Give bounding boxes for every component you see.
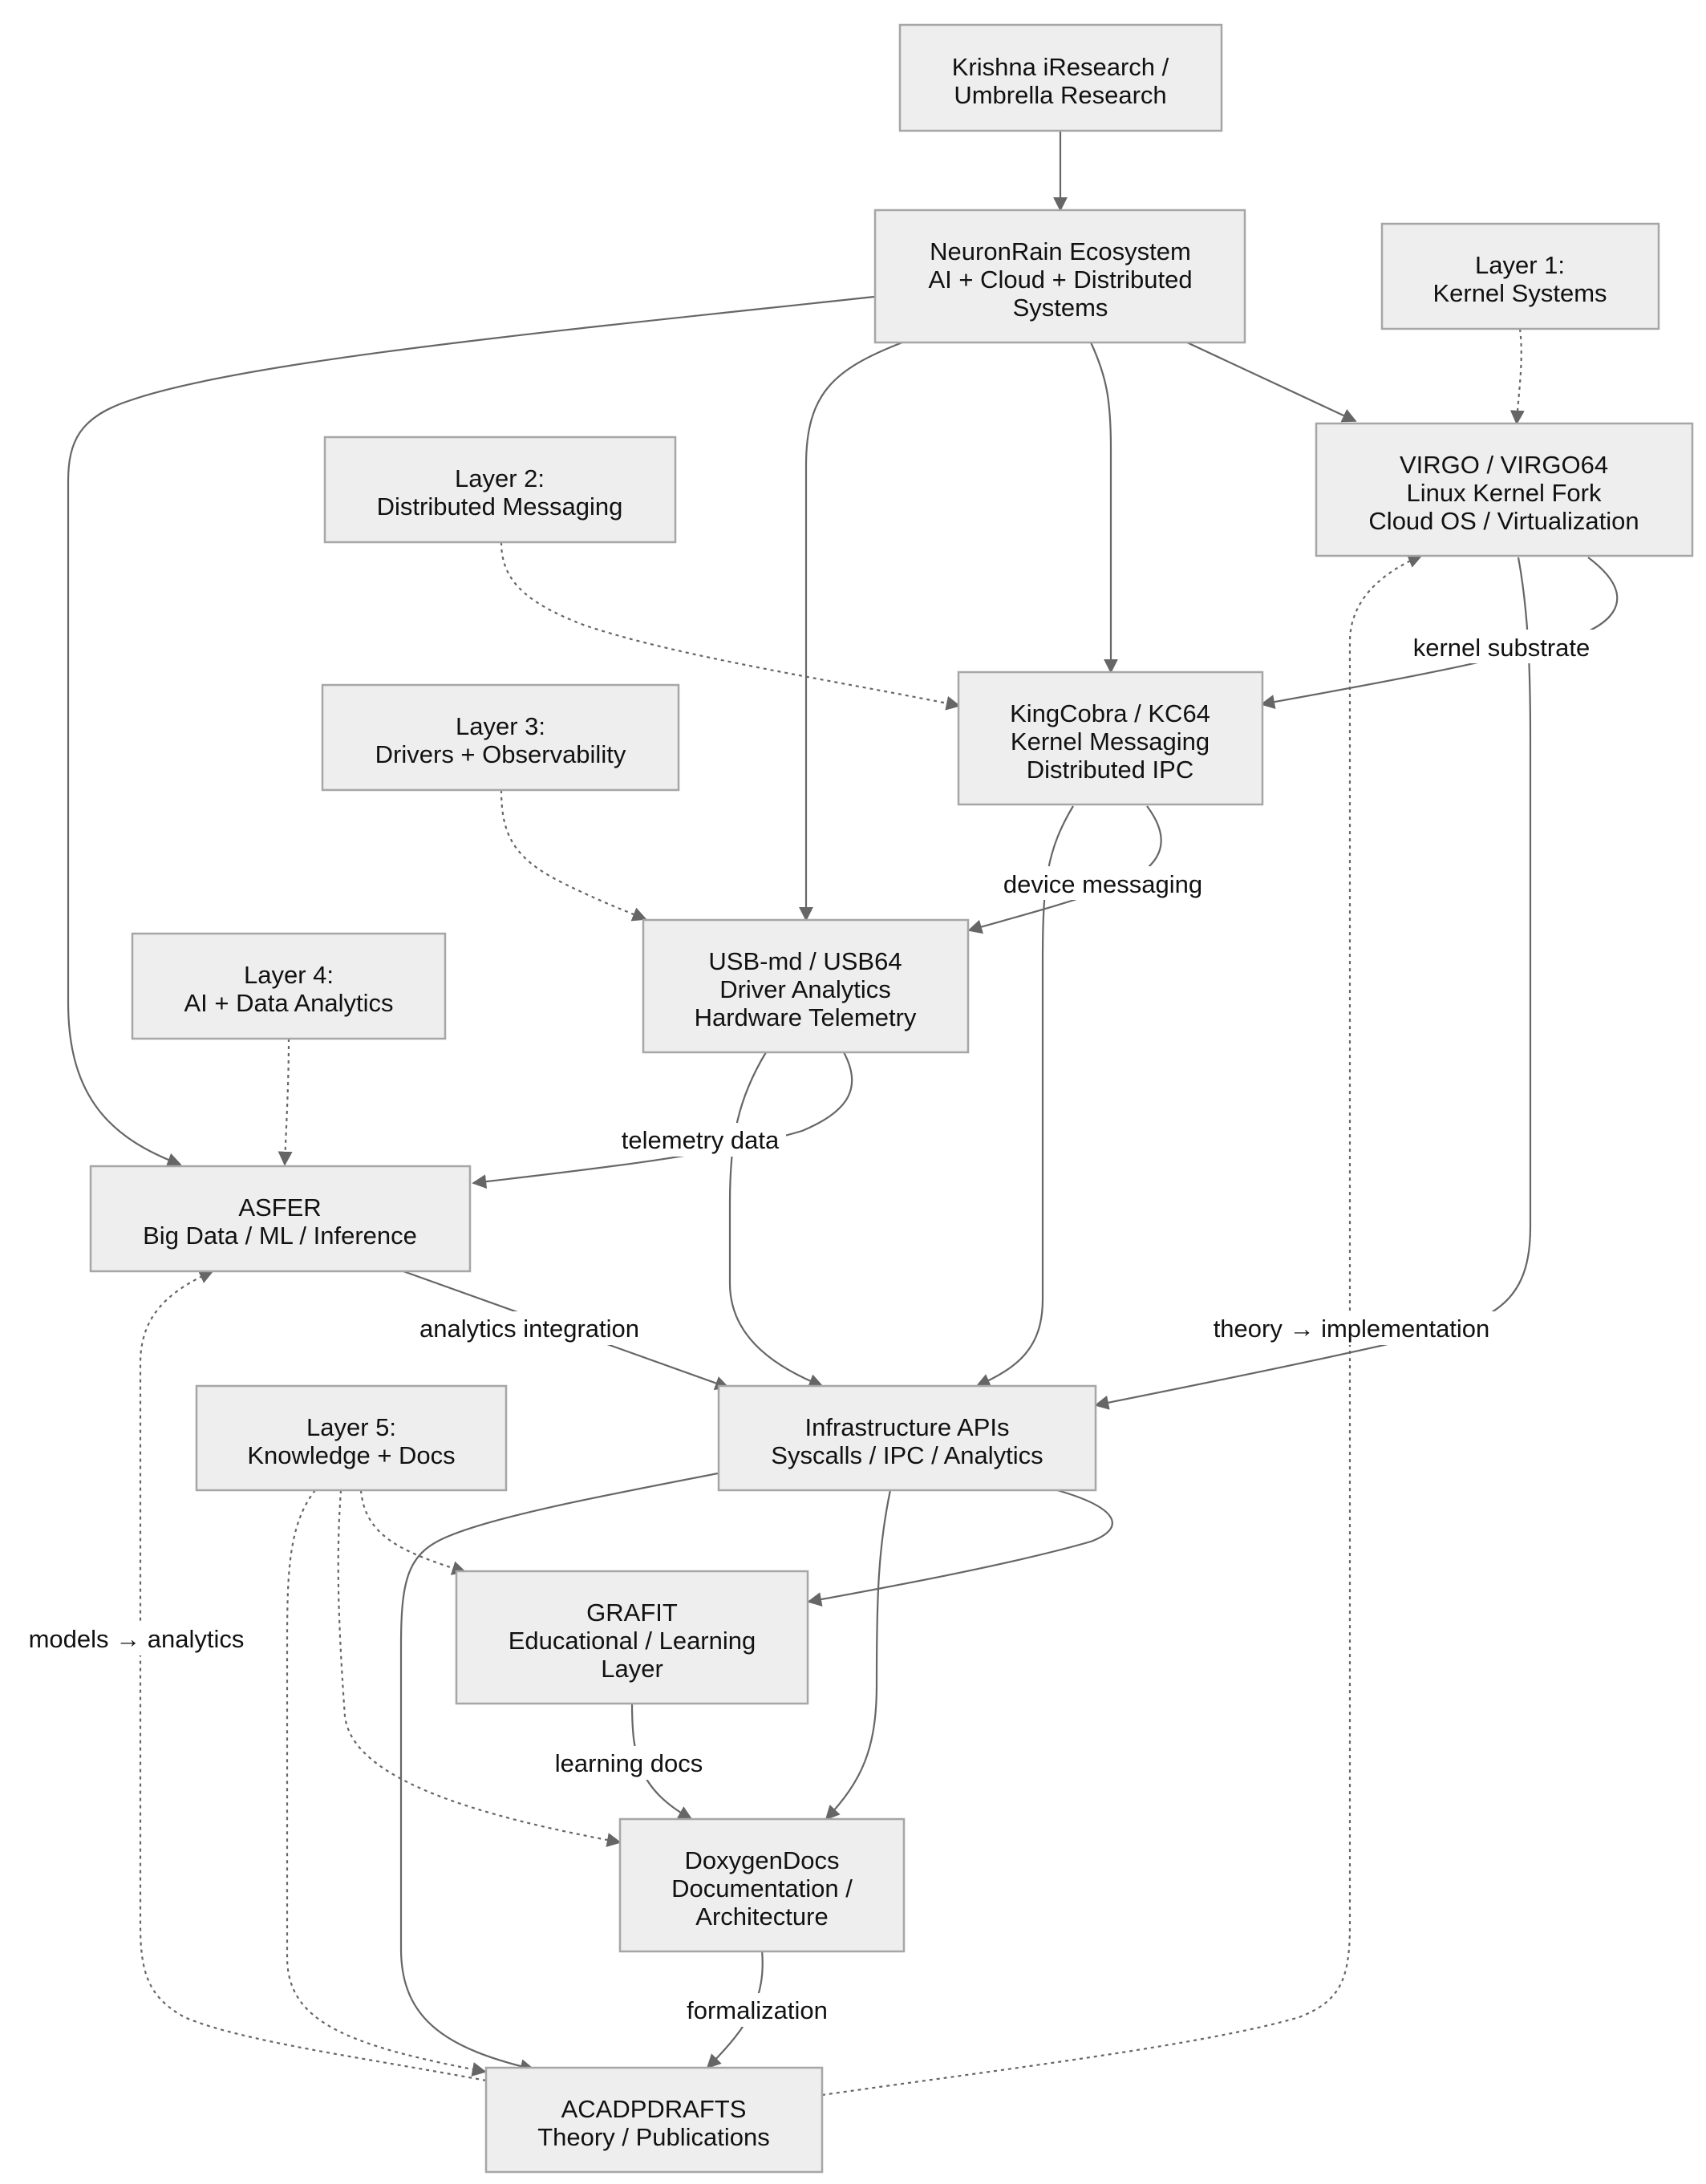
edge-kingcobra-infra: [975, 805, 1074, 1388]
label-telemetry-data-text: telemetry data: [622, 1126, 780, 1154]
label-device-messaging: device messaging: [995, 866, 1211, 900]
node-usbmd[interactable]: USB-md / USB64 Driver Analytics Hardware…: [642, 918, 970, 1054]
node-doxygen[interactable]: DoxygenDocs Documentation / Architecture: [618, 1817, 906, 1953]
nodes: Krishna iResearch / Umbrella Research Ne…: [89, 23, 1694, 2174]
edge-labels: kernel substrate device messaging teleme…: [24, 630, 1598, 2027]
node-layer5-line-1: Layer 5:: [306, 1413, 396, 1441]
node-layer3-line-2: Drivers + Observability: [375, 740, 626, 768]
node-grafit-line-2: Educational / Learning: [509, 1627, 756, 1655]
node-usbmd-line-3: Hardware Telemetry: [695, 1003, 917, 1031]
label-formalization-text: formalization: [687, 1996, 828, 2024]
edge-acadpdrafts-virgo: [821, 554, 1423, 2097]
node-layer5-line-2: Knowledge + Docs: [247, 1441, 455, 1469]
node-acadpdrafts-line-2: Theory / Publications: [537, 2123, 769, 2151]
node-asfer[interactable]: ASFER Big Data / ML / Inference: [89, 1165, 472, 1273]
label-analytics-integration-text: analytics integration: [419, 1315, 639, 1343]
label-device-messaging-text: device messaging: [1003, 870, 1202, 898]
label-models-analytics-text: models → analytics: [29, 1625, 245, 1653]
node-acadpdrafts-line-1: ACADPDRAFTS: [561, 2095, 747, 2123]
node-kingcobra-line-1: KingCobra / KC64: [1010, 699, 1210, 727]
node-usbmd-line-1: USB-md / USB64: [708, 947, 902, 975]
edge-neuronrain-virgo: [1186, 342, 1357, 423]
node-krishna-line-2: Umbrella Research: [954, 81, 1166, 109]
label-kernel-substrate-text: kernel substrate: [1413, 634, 1591, 662]
node-kingcobra[interactable]: KingCobra / KC64 Kernel Messaging Distri…: [957, 671, 1264, 806]
node-layer1[interactable]: Layer 1: Kernel Systems: [1380, 222, 1660, 330]
node-asfer-line-2: Big Data / ML / Inference: [143, 1222, 417, 1250]
node-layer1-line-2: Kernel Systems: [1432, 279, 1607, 307]
edge-infra-grafit: [807, 1489, 1113, 1607]
node-grafit-line-1: GRAFIT: [586, 1598, 678, 1627]
node-layer5[interactable]: Layer 5: Knowledge + Docs: [195, 1384, 508, 1492]
edge-layer5-acadpdrafts: [286, 1489, 487, 2077]
node-neuronrain-line-3: Systems: [1013, 294, 1108, 322]
node-doxygen-line-3: Architecture: [695, 1902, 828, 1931]
node-infra[interactable]: Infrastructure APIs Syscalls / IPC / Ana…: [717, 1384, 1097, 1492]
node-krishna-line-1: Krishna iResearch /: [952, 53, 1169, 81]
edge-infra-doxygen: [825, 1489, 892, 1821]
label-models-analytics: models → analytics: [24, 1622, 257, 1655]
node-layer2-line-1: Layer 2:: [455, 464, 545, 492]
node-virgo-line-3: Cloud OS / Virtualization: [1368, 507, 1639, 535]
edge-neuronrain-kingcobra: [1090, 342, 1118, 674]
edge-neuronrain-usbmd: [799, 341, 903, 922]
node-layer1-line-1: Layer 1:: [1475, 251, 1565, 279]
node-layer4-line-1: Layer 4:: [244, 961, 334, 989]
node-layer3-line-1: Layer 3:: [456, 712, 545, 740]
node-layer4-line-2: AI + Data Analytics: [184, 989, 393, 1017]
node-asfer-line-1: ASFER: [238, 1193, 321, 1222]
node-kingcobra-line-3: Distributed IPC: [1027, 756, 1193, 784]
node-neuronrain-line-1: NeuronRain Ecosystem: [930, 237, 1191, 265]
node-layer4[interactable]: Layer 4: AI + Data Analytics: [131, 932, 447, 1040]
edge-layer3-usbmd: [500, 789, 647, 922]
edge-layer1-virgo: [1509, 328, 1525, 425]
node-doxygen-line-1: DoxygenDocs: [685, 1846, 840, 1874]
label-telemetry-data: telemetry data: [618, 1123, 786, 1157]
label-analytics-integration: analytics integration: [413, 1311, 646, 1345]
label-formalization: formalization: [684, 1993, 830, 2027]
node-doxygen-line-2: Documentation /: [671, 1874, 853, 1902]
label-theory-implementation-text: theory → implementation: [1214, 1315, 1490, 1343]
node-infra-line-1: Infrastructure APIs: [805, 1413, 1010, 1441]
label-kernel-substrate: kernel substrate: [1405, 630, 1598, 663]
node-virgo-line-1: VIRGO / VIRGO64: [1400, 451, 1608, 479]
edge-neuronrain-asfer: [67, 295, 875, 1167]
node-acadpdrafts[interactable]: ACADPDRAFTS Theory / Publications: [484, 2066, 824, 2174]
node-virgo-line-2: Linux Kernel Fork: [1407, 479, 1602, 507]
node-kingcobra-line-2: Kernel Messaging: [1011, 727, 1210, 756]
node-grafit-line-3: Layer: [601, 1655, 663, 1683]
label-theory-implementation: theory → implementation: [1203, 1311, 1500, 1345]
node-layer2[interactable]: Layer 2: Distributed Messaging: [323, 436, 677, 544]
node-krishna[interactable]: Krishna iResearch / Umbrella Research: [898, 23, 1223, 132]
node-neuronrain-line-2: AI + Cloud + Distributed: [928, 265, 1192, 294]
label-learning-docs: learning docs: [552, 1746, 706, 1780]
node-neuronrain[interactable]: NeuronRain Ecosystem AI + Cloud + Distri…: [873, 209, 1246, 344]
edge-infra-acadpdrafts: [399, 1472, 719, 2073]
edge-usbmd-asfer: [472, 1051, 853, 1189]
node-grafit[interactable]: GRAFIT Educational / Learning Layer: [455, 1570, 809, 1705]
edge-layer4-asfer: [278, 1038, 293, 1166]
edge-layer5-grafit: [359, 1489, 467, 1575]
edge-usbmd-infra: [728, 1051, 824, 1388]
node-layer3[interactable]: Layer 3: Drivers + Observability: [321, 683, 680, 792]
node-infra-line-2: Syscalls / IPC / Analytics: [771, 1441, 1043, 1469]
node-layer2-line-2: Distributed Messaging: [377, 492, 623, 521]
node-virgo[interactable]: VIRGO / VIRGO64 Linux Kernel Fork Cloud …: [1315, 422, 1694, 557]
edge-layer2-kingcobra: [500, 541, 961, 711]
node-usbmd-line-2: Driver Analytics: [719, 975, 891, 1003]
label-learning-docs-text: learning docs: [555, 1749, 703, 1777]
